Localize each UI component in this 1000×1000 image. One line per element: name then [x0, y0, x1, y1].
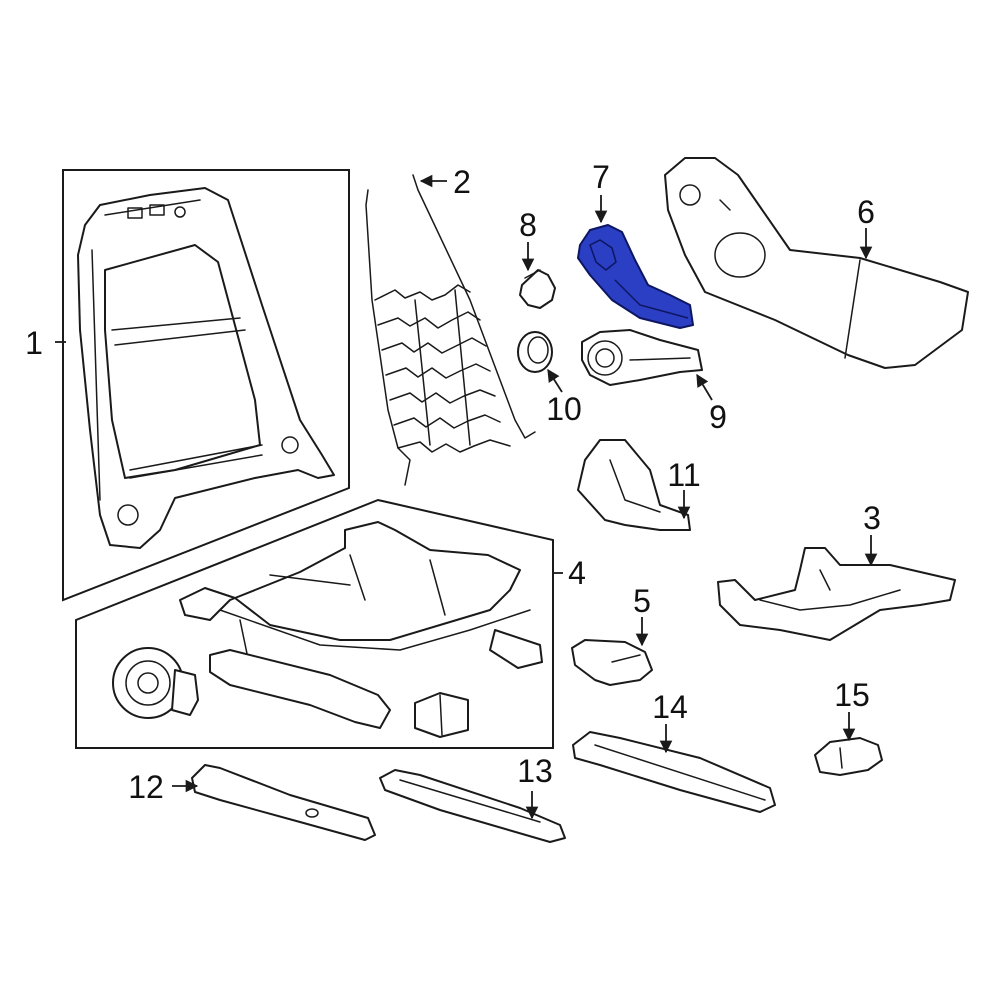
callout-5: 5 — [633, 583, 651, 619]
callout-6: 6 — [857, 194, 875, 230]
callout-9: 9 — [709, 399, 727, 435]
callout-1: 1 — [25, 325, 43, 361]
part-2-spring-mat[interactable] — [365, 174, 536, 486]
part-1-seat-back-frame[interactable] — [77, 187, 335, 549]
part-8-cap[interactable] — [519, 269, 556, 309]
callout-15: 15 — [834, 677, 870, 713]
part-4-seat-adjuster[interactable] — [179, 521, 543, 729]
part-14-trim-strip[interactable] — [572, 731, 776, 813]
part-4-motor[interactable] — [112, 647, 199, 719]
part-10-round-cap[interactable] — [517, 331, 553, 373]
part-4-bracket[interactable] — [414, 692, 469, 738]
leader-10 — [547, 368, 563, 393]
callout-4: 4 — [568, 555, 586, 591]
leader-9 — [696, 373, 713, 401]
part-11-side-cover[interactable] — [577, 439, 691, 531]
group-box-seat-adjuster — [75, 498, 554, 749]
callout-8: 8 — [519, 207, 537, 243]
part-15-module[interactable] — [814, 737, 883, 776]
callout-7: 7 — [592, 159, 610, 195]
callout-12: 12 — [128, 769, 164, 805]
callout-14: 14 — [652, 689, 688, 725]
callout-2: 2 — [453, 164, 471, 200]
part-6-trim-panel[interactable] — [664, 157, 969, 369]
callout-13: 13 — [517, 753, 553, 789]
part-5-switch[interactable] — [571, 639, 653, 686]
group-box-seat-back — [62, 169, 350, 602]
part-12-trim-strip[interactable] — [191, 764, 376, 841]
part-9-handle-housing[interactable] — [581, 329, 703, 386]
callout-10: 10 — [546, 391, 582, 427]
part-7-recline-handle[interactable] — [577, 224, 694, 329]
part-3-cushion-pan[interactable] — [717, 547, 956, 641]
part-13-trim-strip[interactable] — [379, 769, 566, 843]
callout-3: 3 — [863, 500, 881, 536]
callout-11: 11 — [667, 457, 700, 493]
